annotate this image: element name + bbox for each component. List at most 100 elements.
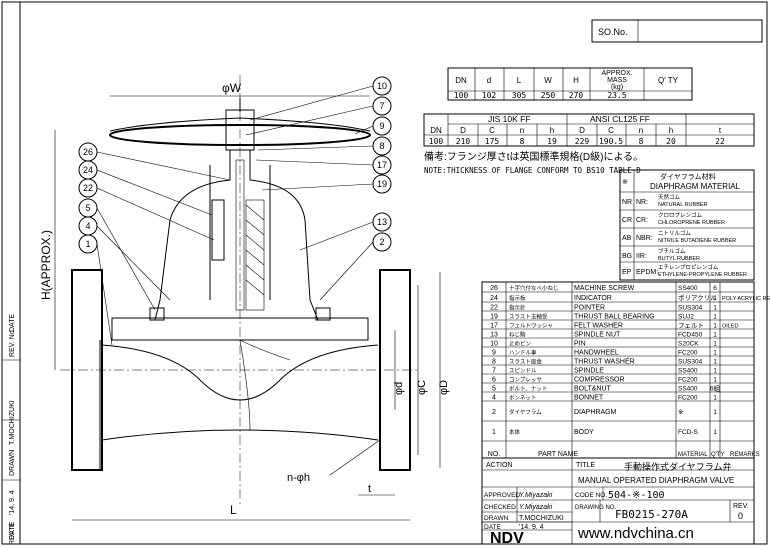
balloon-5: 5 [85, 203, 90, 213]
diaphragm-code: CR [622, 217, 632, 224]
diaphragm-mark: ※ [622, 179, 628, 186]
part-no: 22 [490, 305, 498, 312]
part-material: SUS304 [678, 305, 703, 312]
balloon-1: 1 [85, 239, 90, 249]
ndv-logo: NDV [490, 530, 524, 547]
part-jp: スピンドル [509, 368, 537, 375]
parts-header-name: PART NAME [538, 451, 578, 458]
part-material: ※ [678, 409, 684, 416]
diaphragm-jp: クロロプレンゴム [658, 211, 703, 219]
part-jp: 本体 [509, 428, 521, 436]
part-jp: スラスト座金 [509, 358, 542, 366]
tb-rev: 0 [738, 511, 743, 521]
part-qty: 1 [713, 409, 717, 416]
flange-header: h [669, 126, 673, 135]
flange-left [71, 269, 103, 471]
balloon-17: 17 [377, 160, 387, 170]
flange-cell: 190.5 [599, 137, 623, 146]
part-qty: 1 [713, 368, 717, 375]
tb-drawn: DRAWN [484, 515, 509, 522]
flange-cell: 100 [429, 137, 444, 146]
flange-cell: 210 [456, 137, 471, 146]
part-name: HANDWHEEL [574, 350, 619, 357]
part-qty: 1 [713, 429, 717, 436]
balloon-2: 2 [379, 237, 384, 247]
rev-date-value: '14. 9. 4 [9, 490, 16, 515]
parts-header-remarks: REMARKS [730, 452, 760, 458]
spec-cell: 100 [454, 91, 469, 100]
flange-header: n [639, 126, 643, 135]
flange-cell: 8 [639, 137, 644, 146]
spec-cell: 270 [569, 91, 584, 100]
flange-header: D [460, 126, 466, 135]
bolt-nut-left [149, 307, 165, 321]
flange-table: JIS 10K FF ANSI CL125 FF [423, 113, 755, 147]
balloon-8: 8 [379, 141, 384, 151]
part-name: COMPRESSOR [574, 377, 625, 384]
dim-l-label: L [230, 503, 237, 517]
balloon-9: 9 [379, 121, 384, 131]
part-no: 4 [492, 395, 496, 402]
tb-date-val: '14. 9. 4 [519, 524, 544, 531]
diaphragm-code: EP [622, 269, 632, 276]
part-name: THRUST BALL BEARING [574, 314, 655, 321]
spec-header: Q' TY [658, 76, 679, 85]
parts-header-no: NO. [488, 451, 501, 458]
tb-title-jp: 手動操作式ダイヤフラム弁 [624, 461, 731, 472]
balloon-22: 22 [83, 183, 93, 193]
part-name: MACHINE SCREW [574, 285, 635, 292]
part-qty: 1 [713, 295, 717, 302]
part-no: 26 [490, 285, 498, 292]
part-remark: POLY ACRYLIC RESIN [722, 296, 770, 302]
balloon-24: 24 [83, 165, 93, 175]
part-no: 10 [490, 341, 498, 348]
spec-header: L [517, 76, 522, 85]
balloon-13: 13 [377, 217, 387, 227]
flange-cell: 8 [520, 137, 525, 146]
part-jp: スラスト玉軸受 [509, 313, 548, 321]
part-qty: 1 [713, 350, 717, 357]
diaphragm-jp: 天然ゴム [658, 193, 681, 201]
rev-date-label: DATE [9, 314, 16, 332]
part-name: THRUST WASHER [574, 359, 635, 366]
parts-header-qty: Q'TY [711, 452, 724, 458]
tb-rev-label: REV. [733, 503, 749, 510]
diaphragm-table: ※ ダイヤフラム材料 DIAPHRAGM MATERIAL [619, 169, 755, 281]
tb-drawn-name: T.MOCHIZUKI [519, 515, 564, 522]
balloon-7: 7 [379, 101, 384, 111]
part-name: BODY [574, 429, 594, 436]
part-qty: 1 [713, 332, 717, 339]
spec-cell: 250 [541, 91, 556, 100]
part-material: FCD450 [678, 332, 703, 339]
part-material: SS400 [678, 285, 698, 292]
tb-code-label: CODE NO. [575, 492, 607, 499]
diaphragm-header-en: DIAPHRAGM MATERIAL [650, 182, 741, 191]
part-jp: コンプレッサ [509, 377, 542, 384]
part-qty: 1 [713, 323, 717, 330]
part-jp: 指示針 [509, 304, 526, 312]
part-material: S20CK [678, 341, 699, 348]
part-no: 5 [492, 386, 496, 393]
part-name: SPINDLE [574, 368, 604, 375]
diaphragm-abbr: EPDM: [636, 269, 658, 276]
revision-strip: REV. No DATE DRAWN T.MOCHIZUKI DATE '14.… [2, 314, 20, 545]
dim-d-label: φd [393, 382, 405, 395]
part-name: PIN [574, 341, 586, 348]
flange-header: n [520, 126, 524, 135]
note-en: NOTE:THICKNESS OF FLANGE CONFORM TO BS10… [424, 166, 641, 175]
part-no: 9 [492, 350, 496, 357]
spec-header: d [487, 76, 491, 85]
diaphragm-abbr: CR: [636, 217, 648, 224]
balloon-26: 26 [83, 147, 93, 157]
part-no: 13 [490, 332, 498, 339]
tb-checked-sig: Y.Miyazaki [519, 504, 553, 511]
part-material: SUJ2 [678, 314, 694, 321]
part-material: FC200 [678, 377, 698, 384]
part-no: 1 [492, 429, 496, 436]
part-no: 2 [492, 409, 496, 416]
bolt-nut-right [315, 307, 331, 321]
flange-header: C [489, 126, 495, 135]
